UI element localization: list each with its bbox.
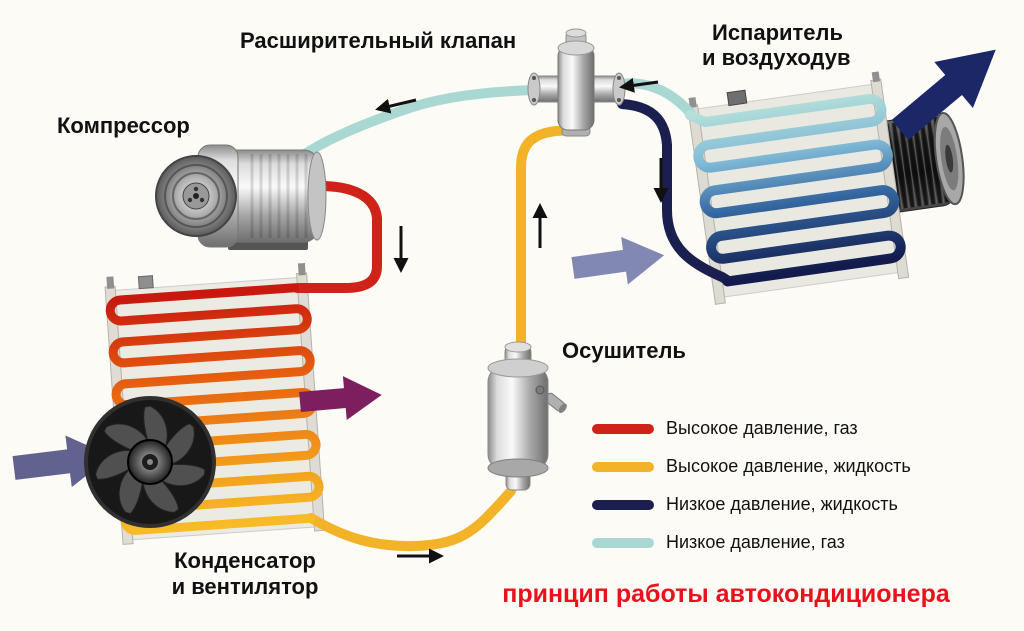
label-condenser-line1: Конденсатор <box>174 548 316 573</box>
flow-arrow-evaporator-to-valve <box>619 77 659 93</box>
legend-item: Низкое давление, жидкость <box>592 494 898 514</box>
pipe-high-pressure-liquid-bottom <box>306 486 516 552</box>
pipe-high-pressure-liquid-riser <box>516 125 577 357</box>
label-evaporator-line2: и воздуходув <box>702 45 851 70</box>
pipe-low-pressure-gas-to-compressor <box>297 85 541 161</box>
compressor-illustration <box>155 144 327 250</box>
legend-swatch-high-pressure-liquid <box>592 462 654 472</box>
legend-label-low-pressure-liquid: Низкое давление, жидкость <box>666 494 898 514</box>
pipe-high-pressure-gas <box>292 181 382 293</box>
label-condenser-line2: и вентилятор <box>172 574 319 599</box>
legend-label-high-pressure-liquid: Высокое давление, жидкость <box>666 456 911 476</box>
label-compressor: Компрессор <box>57 113 190 138</box>
legend-swatch-low-pressure-liquid <box>592 500 654 510</box>
legend-label-low-pressure-gas: Низкое давление, газ <box>666 532 845 552</box>
legend-item: Высокое давление, газ <box>592 418 858 438</box>
legend-swatch-high-pressure-gas <box>592 424 654 434</box>
pipe-low-pressure-liquid <box>617 99 732 285</box>
diagram-title: принцип работы автокондиционера <box>502 580 951 608</box>
label-evaporator-line1: Испаритель <box>712 20 843 45</box>
condenser-fan <box>84 396 216 528</box>
airflow-arrow-evaporator-in <box>571 236 665 285</box>
label-expansion-valve: Расширительный клапан <box>240 28 516 53</box>
legend: Высокое давление, газ Высокое давление, … <box>592 418 911 552</box>
legend-item: Низкое давление, газ <box>592 532 845 552</box>
airflow-arrow-condenser-out <box>299 376 382 420</box>
airflow-arrow-blower-out <box>891 49 996 140</box>
evaporator-coil <box>684 93 906 287</box>
expansion-valve-illustration <box>527 28 626 137</box>
legend-swatch-low-pressure-gas <box>592 538 654 548</box>
flow-arrow-valve-to-compressor <box>375 98 417 114</box>
legend-item: Высокое давление, жидкость <box>592 456 911 476</box>
dryer-canister <box>487 341 567 491</box>
label-dryer: Осушитель <box>562 338 686 363</box>
legend-label-high-pressure-gas: Высокое давление, газ <box>666 418 858 438</box>
